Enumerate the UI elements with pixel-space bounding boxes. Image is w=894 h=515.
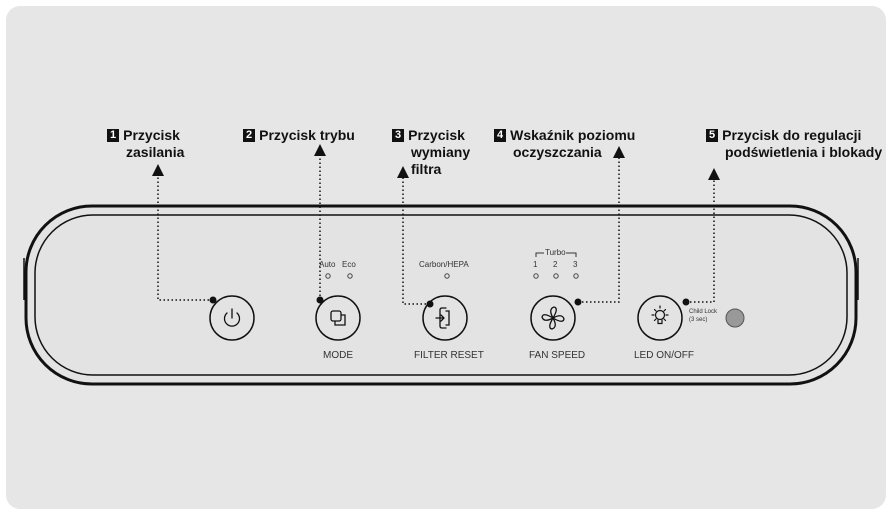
fan-level-2-label: 2: [553, 260, 558, 269]
turbo-label: Turbo: [545, 248, 566, 257]
turbo-bracket-right: [566, 252, 577, 257]
callout-4-line1: Wskaźnik poziomu: [510, 127, 636, 143]
filter-indicator-dot: [444, 273, 450, 279]
leader-line-5: [686, 168, 720, 303]
callout-2-line1: Przycisk trybu: [259, 127, 355, 143]
fan-level-3-dot: [573, 273, 579, 279]
auto-indicator-dot: [325, 273, 331, 279]
control-panel-inner: [34, 214, 848, 376]
fan-icon: [541, 306, 565, 330]
leader-dot-3: [426, 300, 434, 308]
auto-label: Auto: [319, 260, 336, 269]
filter-reset-button-shape: [422, 295, 468, 341]
callout-5-line1: Przycisk do regulacji: [722, 127, 862, 143]
leader-dot-5: [682, 298, 690, 306]
leader-dot-4: [574, 298, 582, 306]
callout-3-number: 3: [392, 129, 405, 142]
eco-indicator-dot: [347, 273, 353, 279]
leader-line-4: [578, 146, 625, 303]
callout-3-line3: filtra: [411, 161, 442, 177]
fan-level-3-label: 3: [573, 260, 578, 269]
fan-level-1-dot: [533, 273, 539, 279]
callout-3-line1: Przycisk: [408, 127, 465, 143]
callout-1-number: 1: [107, 129, 120, 142]
fan-level-2-dot: [553, 273, 559, 279]
callout-4-number: 4: [494, 129, 507, 142]
callout-2-number: 2: [243, 129, 256, 142]
child-lock-duration: (3 sec): [689, 317, 708, 323]
callout-1-line2: zasilania: [126, 144, 185, 160]
callout-1-line1: Przycisk: [123, 127, 180, 143]
mode-label: MODE: [323, 350, 353, 361]
filter-icon: [435, 307, 450, 329]
callout-4-line2: oczyszczania: [513, 144, 602, 160]
fan-speed-label: FAN SPEED: [529, 350, 586, 361]
child-lock-label: Child Lock: [689, 309, 718, 315]
filter-reset-label: FILTER RESET: [414, 350, 484, 361]
leader-dot-2: [316, 296, 324, 304]
lightbulb-icon: [651, 305, 669, 325]
mode-button-shape: [315, 295, 361, 341]
turbo-bracket-left: [535, 252, 544, 257]
eco-label: Eco: [342, 260, 356, 269]
child-lock-indicator: [725, 308, 745, 328]
leader-line-3: [397, 166, 430, 305]
indicator-dots: [325, 273, 579, 279]
leader-dot-1: [209, 296, 217, 304]
carbon-hepa-label: Carbon/HEPA: [419, 260, 469, 269]
mode-icon: [330, 310, 346, 326]
power-icon: [223, 308, 241, 327]
callout-3-line2: wymiany: [411, 144, 471, 160]
led-on-off-label: LED ON/OFF: [634, 350, 695, 361]
fan-level-1-label: 1: [533, 260, 538, 269]
callout-5-line2: podświetlenia i blokady: [725, 144, 883, 160]
callout-5-number: 5: [706, 129, 719, 142]
led-button-shape: [637, 295, 683, 341]
